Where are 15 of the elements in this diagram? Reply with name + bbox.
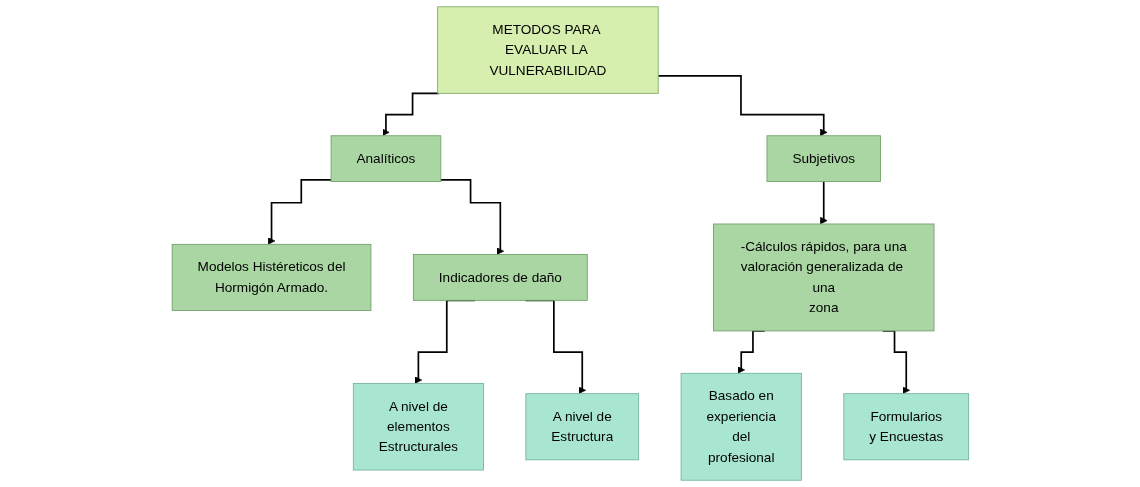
node-box: METODOS PARA EVALUAR LA VULNERABILIDAD bbox=[436, 6, 659, 94]
arrow bbox=[819, 180, 828, 225]
node-box: A nivel de Estructura bbox=[525, 393, 639, 461]
node-box: Basado en experiencia del profesional bbox=[680, 372, 802, 481]
node-box: -Cálculos rápidos, para una valoración generalizada de una zona bbox=[712, 223, 935, 332]
arrow bbox=[267, 178, 332, 245]
arrow bbox=[656, 75, 828, 137]
arrow bbox=[439, 178, 504, 255]
node-box: A nivel de elementos Estructurales bbox=[352, 383, 484, 471]
node-box: Formularios y Encuestas bbox=[843, 393, 969, 461]
node-box: Modelos Histéreticos del Hormigón Armado. bbox=[171, 243, 371, 311]
node-box: Analíticos bbox=[330, 135, 441, 182]
arrow bbox=[381, 92, 440, 137]
node-box: Subjetivos bbox=[766, 135, 881, 182]
node-box: Indicadores de daño bbox=[412, 254, 588, 301]
